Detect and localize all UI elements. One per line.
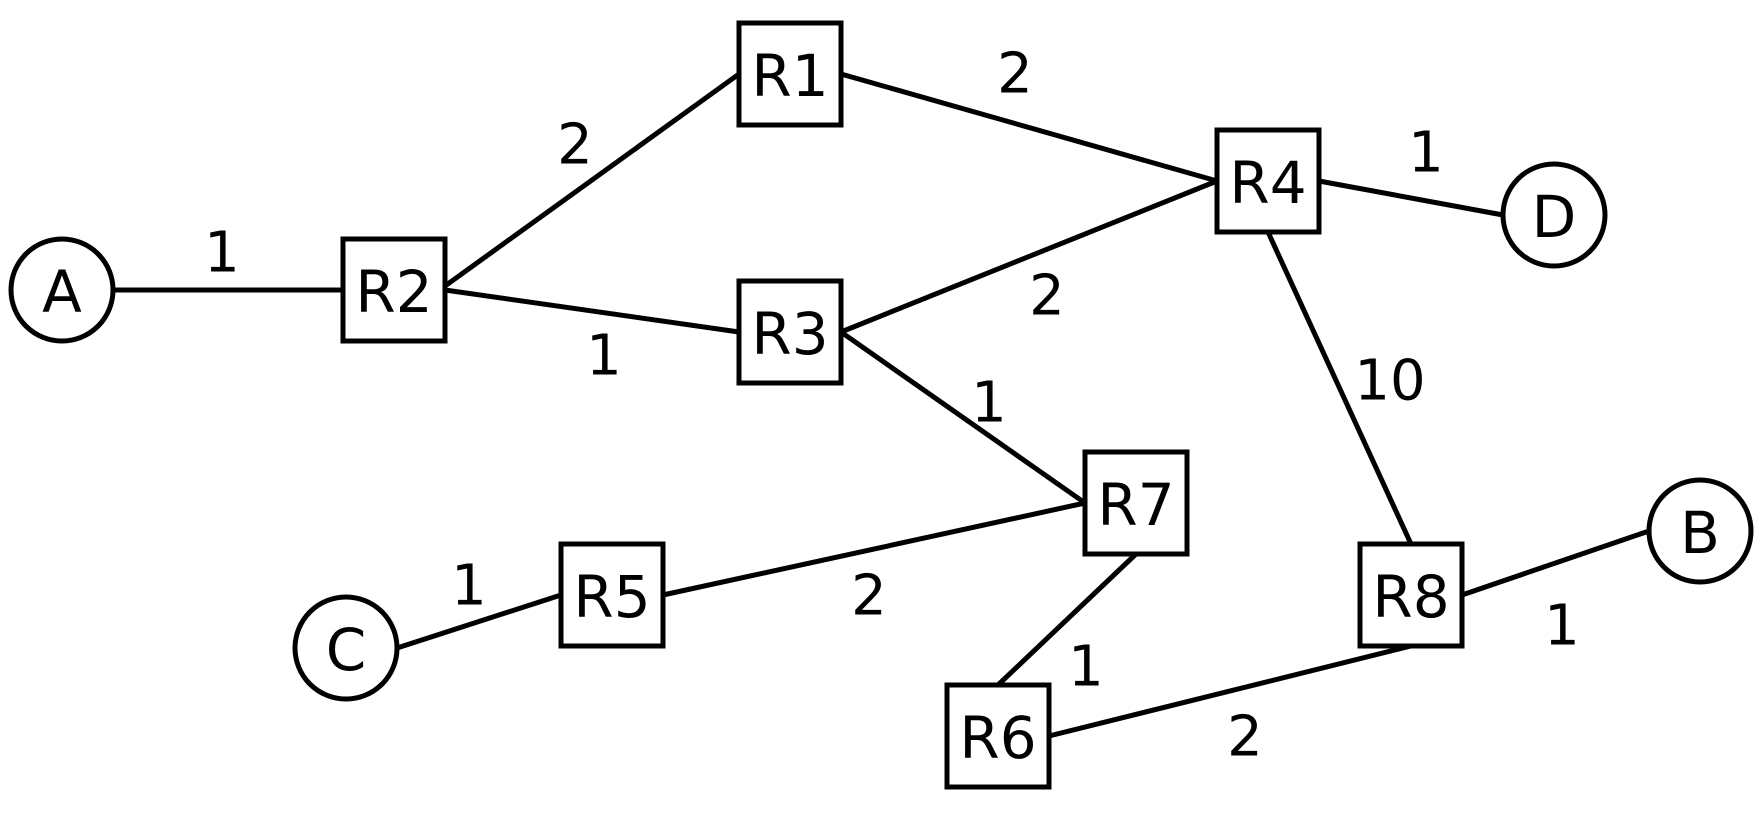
edges-layer [113,71,1650,739]
edge-r3-r4 [840,178,1218,335]
router-node-r3: R3 [736,278,844,386]
router-node-r8: R8 [1357,541,1465,649]
node-label-b: B [1680,499,1720,567]
edge-r2-r1 [443,71,741,289]
edge-weight-r2-r3: 1 [586,324,622,389]
node-label-r8: R8 [1372,563,1449,631]
router-box [1082,449,1190,557]
edge-weight-r3-r7: 1 [971,371,1007,436]
router-node-r4: R4 [1214,127,1322,235]
edge-weight-r1-r4: 2 [997,42,1033,107]
edge-r3-r7 [839,329,1087,506]
router-node-r5: R5 [558,541,666,649]
edge-c-r5 [396,592,562,651]
node-label-c: C [326,616,367,684]
edge-r7-r6 [996,552,1138,687]
edge-weight-c-r5: 1 [451,554,487,619]
edge-weight-r3-r4: 2 [1029,264,1065,329]
host-circle [1500,161,1608,269]
edge-weight-r4-d: 1 [1408,121,1444,186]
router-box [1214,127,1322,235]
node-label-r1: R1 [751,42,828,110]
host-node-d: D [1500,161,1608,269]
edge-weight-r4-r8: 10 [1354,349,1425,414]
router-node-r7: R7 [1082,449,1190,557]
host-circle [292,594,400,702]
edge-r8-b [1461,528,1650,598]
host-node-a: A [8,236,116,344]
host-circle [8,236,116,344]
router-box [340,236,448,344]
router-box [944,682,1052,790]
edge-r4-r8 [1265,230,1414,546]
edge-weight-r7-r6: 1 [1068,635,1104,700]
node-label-d: D [1532,183,1577,251]
node-label-r6: R6 [959,704,1036,772]
edge-weight-a-r2: 1 [204,221,240,286]
edge-r5-r7 [662,500,1086,598]
edge-weight-r2-r1: 2 [557,113,593,178]
router-box [736,20,844,128]
node-label-a: A [42,258,82,326]
edge-weight-r5-r7: 2 [851,564,887,629]
host-node-b: B [1646,477,1754,585]
node-label-r3: R3 [751,300,828,368]
edge-r6-r8 [1048,643,1412,739]
router-node-r1: R1 [736,20,844,128]
node-label-r7: R7 [1097,471,1174,539]
router-box [558,541,666,649]
router-box [1357,541,1465,649]
edge-weight-r6-r8: 2 [1227,705,1263,770]
edge-weight-r8-b: 1 [1544,594,1580,659]
host-circle [1646,477,1754,585]
router-node-r2: R2 [340,236,448,344]
node-label-r2: R2 [355,258,432,326]
host-node-c: C [292,594,400,702]
edge-r4-d [1318,178,1504,218]
router-box [736,278,844,386]
edge-r1-r4 [840,71,1218,184]
node-label-r4: R4 [1229,149,1306,217]
edge-r2-r3 [444,287,740,335]
node-label-r5: R5 [573,563,650,631]
router-node-r6: R6 [944,682,1052,790]
